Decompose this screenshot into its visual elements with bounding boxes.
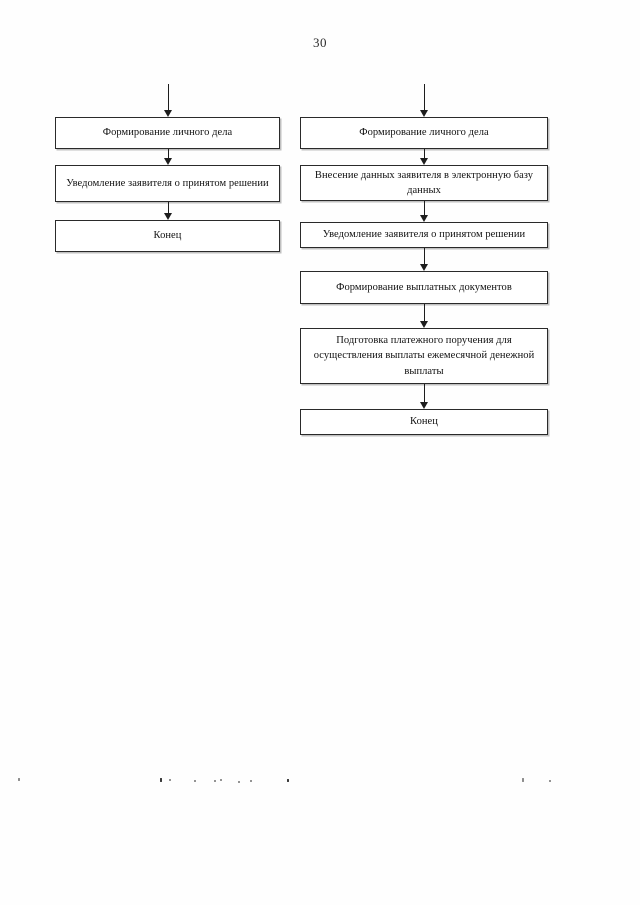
node-right-6[interactable]: Конец xyxy=(300,409,548,435)
scan-artifact xyxy=(287,779,289,782)
scan-artifact xyxy=(238,781,240,783)
arrow-head-icon xyxy=(164,110,173,117)
connector-line xyxy=(424,384,426,403)
arrow-head-icon xyxy=(420,215,429,222)
node-left-3[interactable]: Конец xyxy=(55,220,280,252)
node-label: Подготовка платежного поручения для осущ… xyxy=(313,335,535,377)
page-number: 30 xyxy=(313,35,327,50)
node-right-4[interactable]: Формирование выплатных документов xyxy=(300,271,548,304)
arrow-head-icon xyxy=(164,213,173,220)
scan-artifact xyxy=(169,779,171,781)
arrow-head-icon xyxy=(420,321,429,328)
connector-line xyxy=(424,201,426,216)
arrow-head-icon xyxy=(420,402,429,409)
scan-artifact xyxy=(214,780,216,782)
arrow-head-icon xyxy=(420,158,429,165)
scan-artifact xyxy=(194,780,196,782)
node-label: Уведомление заявителя о принятом решении xyxy=(66,177,269,189)
node-label: Внесение данных заявителя в электронную … xyxy=(314,169,534,196)
connector-line xyxy=(424,248,426,265)
node-label: Конец xyxy=(410,416,438,428)
node-left-1[interactable]: Формирование личного дела xyxy=(55,117,280,149)
node-right-5[interactable]: Подготовка платежного поручения для осущ… xyxy=(300,328,548,384)
node-right-3[interactable]: Уведомление заявителя о принятом решении xyxy=(300,222,548,248)
connector-line xyxy=(168,149,170,159)
node-right-2[interactable]: Внесение данных заявителя в электронную … xyxy=(300,165,548,201)
scan-artifact xyxy=(220,779,222,781)
arrow-head-icon xyxy=(164,158,173,165)
scan-artifact xyxy=(250,780,252,782)
connector-line xyxy=(424,149,426,159)
node-right-1[interactable]: Формирование личного дела xyxy=(300,117,548,149)
arrow-head-icon xyxy=(420,264,429,271)
scan-artifact xyxy=(18,778,20,781)
connector-line xyxy=(168,84,170,111)
connector-line xyxy=(424,304,426,322)
arrow-head-icon xyxy=(420,110,429,117)
node-label: Формирование личного дела xyxy=(102,127,233,139)
node-label: Конец xyxy=(153,230,182,242)
scan-artifact xyxy=(522,778,524,782)
node-label: Формирование личного дела xyxy=(359,127,489,139)
connector-line xyxy=(424,84,426,111)
scan-artifact xyxy=(160,778,162,782)
node-left-2[interactable]: Уведомление заявителя о принятом решении xyxy=(55,165,280,202)
connector-line xyxy=(168,202,170,214)
scan-artifact xyxy=(549,780,551,782)
node-label: Уведомление заявителя о принятом решении xyxy=(322,229,526,241)
node-label: Формирование выплатных документов xyxy=(336,281,512,293)
